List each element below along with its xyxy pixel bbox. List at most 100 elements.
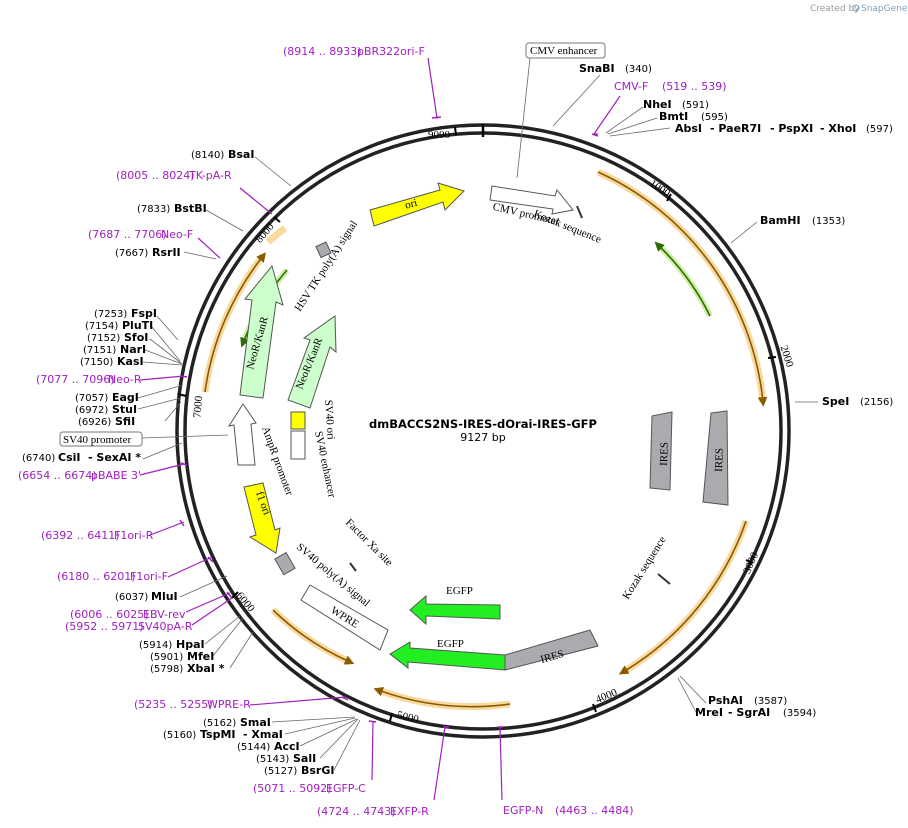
site-bstbi: BstBI [174, 202, 207, 215]
f1-ori-arrow [243, 482, 281, 554]
sv40-polya-box [274, 551, 296, 576]
site-pshai: PshAI [708, 694, 743, 707]
primer-exfpr-range: (4724 .. 4743) [317, 805, 396, 818]
primer-f1orir: F1ori-R [114, 529, 154, 542]
site-sali: SalI [293, 752, 316, 765]
site-bamhi: BamHI [760, 214, 801, 227]
site-rsrii-pos: (7667) [115, 248, 148, 259]
site-bsai-pos: (8140) [191, 150, 224, 161]
hsv-tk-label: HSV TK poly(A) signal [292, 219, 360, 314]
site-pshai-pos: (3587) [754, 696, 787, 707]
feature-arrows: ori [227, 182, 729, 671]
site-xbai: XbaI * [187, 662, 225, 675]
primer-sv40par-range: (5952 .. 5971) [65, 620, 144, 633]
site-mlui: MluI [151, 590, 178, 603]
site-eagi: EagI [112, 391, 139, 404]
primer-tkpa: TK-pA-R [188, 169, 232, 182]
credit-prefix: Created by [810, 4, 860, 14]
cmv-enhancer-label: CMV enhancer [530, 45, 598, 57]
factor-xa-marker [349, 562, 357, 572]
site-stui: StuI [112, 403, 137, 416]
site-sfoi: SfoI [124, 331, 148, 344]
cmv-promoter-arrow [489, 185, 574, 215]
primer-ring-marks [179, 116, 599, 728]
site-xmai: - XmaI [243, 728, 283, 741]
sv40-promoter-tag [59, 431, 143, 447]
site-kasi: KasI [117, 355, 144, 368]
kozak-marker-2 [657, 573, 671, 585]
primer-pbr322: pBR322ori-F [357, 45, 425, 58]
site-absi-pos: (597) [866, 124, 893, 135]
plasmid-name: dmBACCS2NS-IRES-dOrai-IRES-GFP [369, 417, 597, 431]
site-sfoi-pos: (7152) [87, 333, 120, 344]
tick-marks [177, 126, 777, 722]
site-acci-pos: (5144) [237, 742, 270, 753]
site-bsrgi-pos: (5127) [264, 766, 297, 777]
site-tspmi-pos: (5160) [163, 730, 196, 741]
primer-wprer: WPRE-R [207, 698, 251, 711]
site-absi: AbsI [675, 122, 702, 135]
hsv-tk-polya-box [315, 241, 332, 259]
primer-neof-range: (7687 .. 7706) [88, 228, 167, 241]
credit-brand: SnapGene [861, 4, 908, 14]
site-nhei-pos: (591) [682, 100, 709, 111]
site-spei: SpeI [822, 395, 849, 408]
tick-7000: 7000 [191, 395, 205, 418]
primer-f1orif: F1ori-F [130, 570, 168, 583]
primer-leader-lines [139, 57, 621, 801]
primer-egfpn-range: (4463 .. 4484) [555, 804, 634, 817]
cmv-enhancer-tag [525, 42, 606, 59]
site-acci: AccI [274, 740, 300, 753]
kozak-marker-1 [576, 205, 583, 219]
site-tspmi: TspMI [200, 728, 236, 741]
site-sgrai: - SgrAI [728, 706, 770, 719]
site-bsrgi: BsrGI [301, 764, 334, 777]
ires-bottom-box [504, 629, 599, 671]
site-mrei-pos: (3594) [783, 708, 816, 719]
site-kasi-pos: (7150) [80, 357, 113, 368]
snapgene-logo-icon [852, 4, 860, 12]
site-mlui-pos: (6037) [115, 592, 148, 603]
sv40-ori-label: SV40 ori [322, 399, 337, 440]
primer-cmvf-range: (519 .. 539) [662, 80, 727, 93]
site-sexai: - SexAI * [88, 451, 141, 464]
site-pspxi: - PspXI [770, 122, 813, 135]
ires-inner-box [649, 411, 673, 491]
neokanr-inner-arrow [287, 315, 337, 409]
primer-sv40par: SV40pA-R [138, 620, 193, 633]
primer-ebvrev-range: (6006 .. 6025) [70, 608, 149, 621]
site-fspi-pos: (7253) [94, 309, 127, 320]
egfp-outer-arrow [389, 641, 506, 671]
site-fspi: FspI [131, 307, 157, 320]
site-nhei: NheI [643, 98, 672, 111]
primer-pbabe: pBABE 3' [91, 469, 141, 482]
site-sfii: SfiI [115, 415, 135, 428]
primer-ebvrev: EBV-rev [143, 608, 186, 621]
plasmid-size: 9127 bp [460, 431, 505, 444]
neokanr-outer-arrow [239, 264, 284, 399]
sv40-promoter-label: SV40 promoter [63, 434, 131, 446]
site-leader-lines [137, 74, 818, 771]
tick-9000: 9000 [428, 129, 451, 141]
site-nari-pos: (7151) [83, 345, 116, 356]
ires-outer-label: IRES [713, 448, 726, 472]
tick-5000: 5000 [396, 709, 421, 726]
primer-egfpn: EGFP-N [503, 804, 543, 817]
wpre-box [300, 584, 389, 651]
site-pluti-pos: (7154) [85, 321, 118, 332]
site-snabi-pos: (340) [625, 64, 652, 75]
site-mfei: MfeI [187, 650, 214, 663]
primer-wprer-range: (5235 .. 5255) [134, 698, 213, 711]
kozak-label-1: Kozak sequence [532, 208, 603, 246]
site-bmti: BmtI [659, 110, 688, 123]
site-bmti-pos: (595) [701, 112, 728, 123]
sv40-ori-box [290, 411, 306, 430]
factor-xa-label: Factor Xa site [343, 517, 395, 569]
site-bstbi-pos: (7833) [137, 204, 170, 215]
site-pluti: PluTI [122, 319, 153, 332]
site-nari: NarI [120, 343, 146, 356]
egfp-outer-label: EGFP [437, 638, 464, 650]
site-paer7i: - PaeR7I [710, 122, 761, 135]
site-smai-pos: (5162) [203, 718, 236, 729]
